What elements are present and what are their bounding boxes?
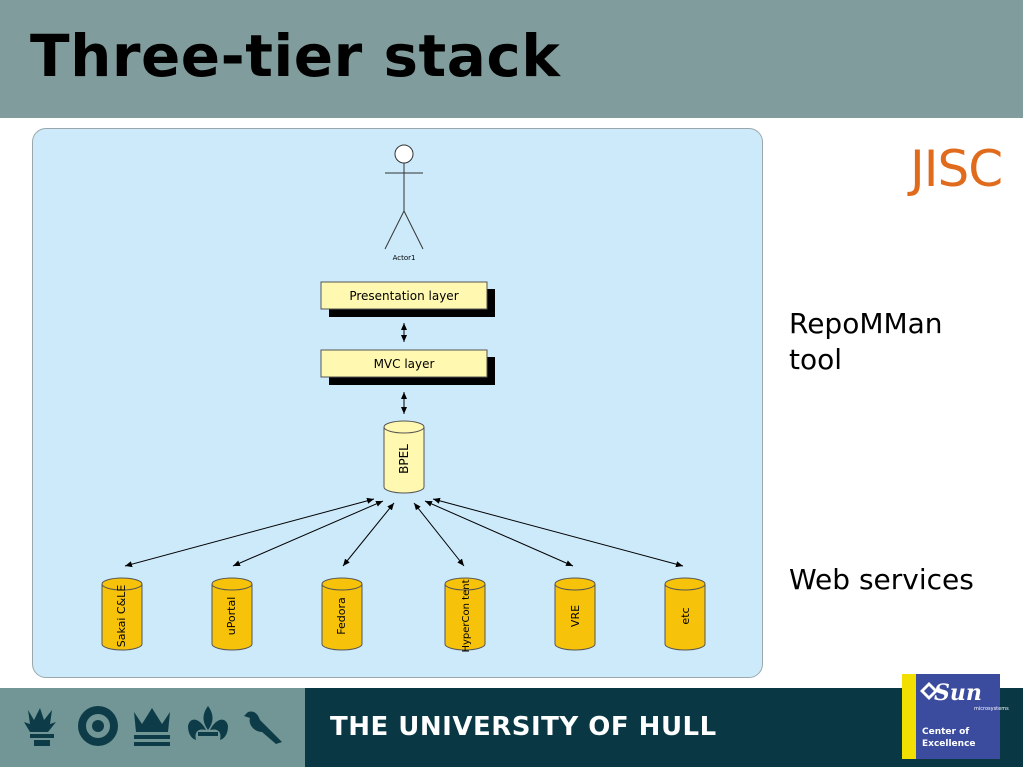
bird-crest-icon	[244, 711, 282, 744]
arrow-to-sakai	[124, 497, 375, 568]
crown-crest-icon	[134, 708, 170, 746]
arrow-to-hypercontent	[413, 502, 465, 567]
architecture-diagram: Actor1 Presentation layer MVC layer BPEL	[32, 128, 763, 678]
arrow-to-etc	[432, 497, 684, 568]
arrow-to-vre	[424, 500, 574, 567]
rose-crest-icon	[78, 706, 118, 746]
university-name: THE UNIVERSITY OF HULL	[330, 712, 717, 742]
presentation-layer-label: Presentation layer	[349, 289, 458, 303]
bpel-cylinder	[383, 420, 425, 494]
service-cylinder-sakai	[101, 577, 143, 651]
service-cylinder-vre	[554, 577, 596, 651]
repomman-tool-label: RepoMMan tool	[789, 307, 943, 376]
footer-crest-panel	[0, 688, 305, 767]
service-cylinder-hypercontent	[444, 577, 486, 651]
actor-icon	[384, 144, 424, 250]
sun-logo-text: Sun	[934, 680, 982, 706]
web-services-label: Web services	[789, 563, 974, 596]
mvc-layer-box	[320, 349, 495, 385]
title-bar: Three-tier stack	[0, 0, 1023, 118]
service-cylinder-etc	[664, 577, 706, 651]
sun-line2: Excellence	[922, 739, 976, 749]
presentation-layer-box	[320, 281, 495, 317]
service-label-vre: VRE	[569, 605, 582, 627]
jisc-logo: JISC	[910, 140, 1003, 198]
bpel-label: BPEL	[397, 444, 411, 474]
service-label-etc: etc	[679, 607, 692, 624]
service-cylinder-uportal	[211, 577, 253, 651]
service-label-hypercontent: HyperCon tent	[461, 579, 472, 652]
service-arrows	[124, 497, 684, 568]
service-label-fedora: Fedora	[335, 597, 348, 634]
fleur-de-lis-icon	[188, 706, 228, 740]
sun-diamond-icon	[920, 682, 938, 700]
fire-crest-icon	[24, 708, 56, 746]
sun-sub-text: microsystems	[974, 706, 1009, 712]
service-label-uportal: uPortal	[225, 597, 238, 636]
center-of-excellence-text: Center of Excellence	[922, 726, 976, 750]
footer-bar: THE UNIVERSITY OF HULL	[0, 688, 1023, 767]
sun-center-of-excellence-badge: Sun microsystems Center of Excellence	[902, 674, 1009, 759]
sun-line1: Center of	[922, 727, 970, 737]
arrow-to-uportal	[232, 500, 384, 567]
diagram-canvas: Actor1 Presentation layer MVC layer BPEL	[101, 144, 706, 653]
service-label-sakai: Sakai C&LE	[115, 585, 128, 648]
service-cylinder-fedora	[321, 577, 363, 651]
mvc-layer-label: MVC layer	[374, 357, 435, 371]
slide-title: Three-tier stack	[30, 22, 561, 90]
actor-label: Actor1	[393, 254, 416, 262]
arrow-to-fedora	[342, 502, 395, 567]
